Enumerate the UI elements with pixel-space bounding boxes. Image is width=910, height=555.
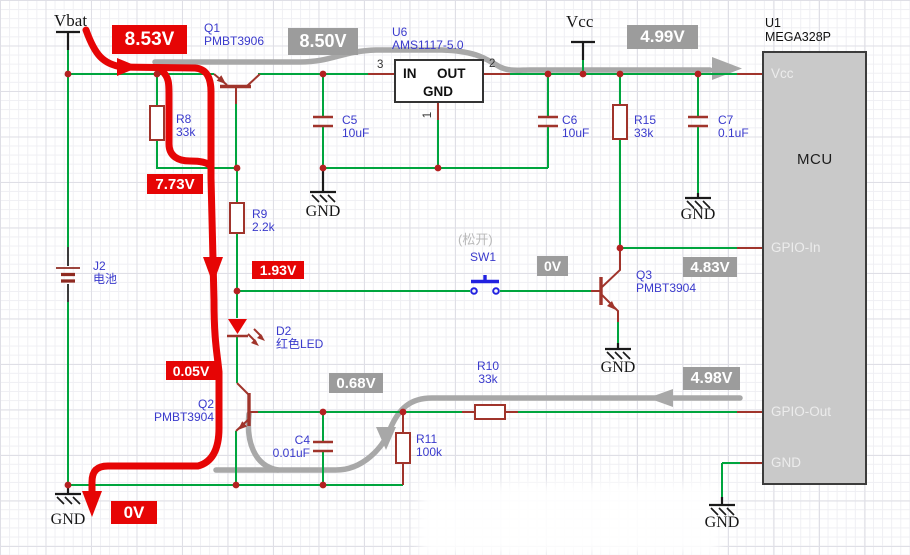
u6-pin-number-1: 1 xyxy=(422,111,435,119)
resistor-r8[interactable] xyxy=(149,105,165,141)
gnd-label-c7: GND xyxy=(680,206,716,223)
capacitor-c6[interactable] xyxy=(538,115,558,128)
u6-pin-out-label: OUT xyxy=(437,66,466,81)
capacitor-c5[interactable] xyxy=(313,115,333,128)
probe-r9-bottom: 1.93V xyxy=(252,261,304,279)
u6-pin-in-label: IN xyxy=(403,66,417,81)
probe-switch-right: 0V xyxy=(537,256,568,276)
probe-gnd-return: 0V xyxy=(111,501,157,524)
capacitor-c4[interactable] xyxy=(313,440,333,453)
capacitor-c7[interactable] xyxy=(688,115,708,128)
gnd-symbol-c7[interactable] xyxy=(685,193,711,209)
pin-leads xyxy=(368,73,763,485)
resistor-r15[interactable] xyxy=(612,104,628,140)
watermark-blur xyxy=(420,483,720,555)
probe-battery-rail: 8.53V xyxy=(112,25,187,54)
probe-gpio-out: 4.98V xyxy=(683,367,740,390)
transistor-q3[interactable] xyxy=(591,248,621,322)
probe-regulator-in: 8.50V xyxy=(288,28,358,55)
gnd-label-c5: GND xyxy=(305,203,341,220)
u1-body-label: MCU xyxy=(797,151,833,168)
resistor-r11[interactable] xyxy=(395,432,411,464)
resistor-r9[interactable] xyxy=(229,202,245,234)
gnd-symbol-q3[interactable] xyxy=(605,343,631,360)
vbat-label: Vbat xyxy=(54,11,88,30)
vcc-symbol[interactable] xyxy=(571,40,595,60)
gnd-label-q3: GND xyxy=(600,359,636,376)
gnd-symbol-mcu[interactable] xyxy=(709,497,735,516)
gnd-label-mcu: GND xyxy=(704,514,740,531)
probe-q1-base: 7.73V xyxy=(147,174,203,194)
u1-pin-gnd: GND xyxy=(771,455,801,470)
probe-led-cathode: 0.05V xyxy=(166,361,216,380)
junction-dots xyxy=(64,70,702,489)
battery-j2[interactable] xyxy=(56,247,80,302)
resistor-r10[interactable] xyxy=(474,404,506,420)
sw1-label: SW1 xyxy=(470,250,497,264)
probe-vcc-rail: 4.99V xyxy=(627,25,698,49)
u1-pin-vcc: Vcc xyxy=(771,66,794,81)
u6-pin-number-3: 3 xyxy=(377,59,384,71)
transistor-q2[interactable] xyxy=(235,382,258,432)
sw1-state-label: (松开) xyxy=(458,232,493,247)
current-flow-battery-red xyxy=(82,26,223,517)
vcc-label: Vcc xyxy=(566,12,594,31)
led-d2[interactable] xyxy=(227,319,265,346)
transistor-q1[interactable] xyxy=(213,73,261,104)
probe-q2-base: 0.68V xyxy=(329,373,383,393)
u1-pin-gpio-out: GPIO-Out xyxy=(771,404,832,419)
regulator-u6-body[interactable] xyxy=(394,59,484,103)
u6-pin-gnd-label: GND xyxy=(423,84,453,99)
mcu-u1-body[interactable] xyxy=(762,51,867,485)
switch-sw1[interactable] xyxy=(470,275,500,295)
vbat-symbol[interactable] xyxy=(56,30,80,50)
u6-pin-number-2: 2 xyxy=(489,58,496,70)
u1-pin-gpio-in: GPIO-In xyxy=(771,240,821,255)
gnd-label-battery: GND xyxy=(50,511,86,528)
gnd-symbol-c5[interactable] xyxy=(310,168,336,203)
probe-gpio-in: 4.83V xyxy=(683,257,737,277)
